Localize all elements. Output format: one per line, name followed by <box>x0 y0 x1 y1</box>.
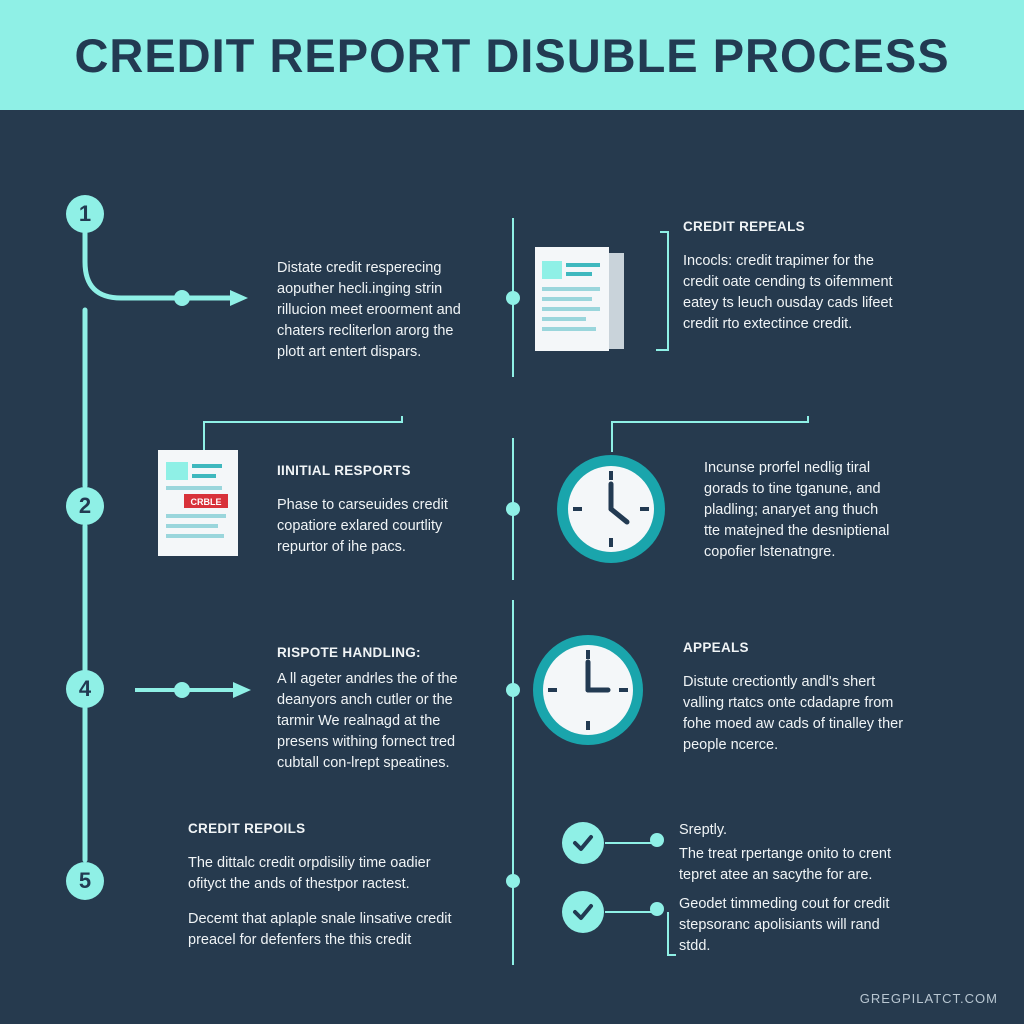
text-line: credit oate cending ts oifemment <box>683 274 893 290</box>
section-title: CREDIT REPOILS <box>188 821 306 836</box>
text-line: Geodet timmeding cout for credit <box>679 896 890 912</box>
text-line: rillucion meet eroorment and <box>277 302 461 318</box>
text-line: gorads to tine tganune, and <box>704 481 881 497</box>
step-number: 2 <box>78 493 92 518</box>
text-line: chaters recliterlon arorg the <box>277 323 454 339</box>
clock-info-block: Incunse prorfel nedlig tiral gorads to t… <box>704 458 889 563</box>
text-line: tepret atee an sacythe for are. <box>679 867 873 883</box>
text-line: Incunse prorfel nedlig tiral <box>704 460 871 476</box>
text-line: fohe moed aw cads of tinalley ther <box>683 716 904 732</box>
text-line: The treat rpertange onito to crent <box>679 846 891 862</box>
step-badge-5: 5 <box>66 862 104 900</box>
credit-repoils-block: CREDIT REPOILS The dittalc credit orpdis… <box>188 818 452 951</box>
text-line: tte matejned the desniptienal <box>704 523 890 539</box>
document-stamp-icon: CRBLE <box>158 450 240 561</box>
text-line: The dittalc credit orpdisiliy time oadie… <box>188 855 431 871</box>
text-line: Decemt that aplaple snale linsative cred… <box>188 911 452 927</box>
dispute-handling-block: RISPOTE HANDLING: A ll ageter andrles th… <box>277 642 458 774</box>
text-line: tarmir We realnagd at the <box>277 713 441 729</box>
check1-block: Sreptly. The treat rpertange onito to cr… <box>679 820 891 886</box>
header-banner: CREDIT REPORT DISUBLE PROCESS <box>0 0 1024 110</box>
appeals-block: APPEALS Distute crectiontly andl's shert… <box>683 637 903 756</box>
text-line: aoputher hecli.inging strin <box>277 281 443 297</box>
check2-block: Geodet timmeding cout for credit stepsor… <box>679 894 889 957</box>
clock-icon <box>556 454 666 569</box>
step-badge-1: 1 <box>66 195 104 233</box>
step-number: 1 <box>78 201 92 226</box>
text-line: pladling; anaryet ang thuch <box>704 502 879 518</box>
section-title: IINITIAL RESPORTS <box>277 463 411 478</box>
text-line: Sreptly. <box>679 822 728 838</box>
text-line: repurtor of ihe pacs. <box>277 539 406 555</box>
page-title: CREDIT REPORT DISUBLE PROCESS <box>74 28 950 82</box>
text-line: people ncerce. <box>683 737 779 753</box>
text-line: deanyors anch cutler or the <box>277 692 453 708</box>
spacer <box>188 895 452 909</box>
credit-repeals-block: CREDIT REPEALS Incocls: credit trapimer … <box>683 216 893 335</box>
text-line: presens withing fornect tred <box>277 734 456 750</box>
section-title: APPEALS <box>683 640 749 655</box>
doc-stamp-text: CRBLE <box>191 497 222 507</box>
text-line: credit rto extectince credit. <box>683 316 853 332</box>
text-line: copatiore exlared courtlity <box>277 518 443 534</box>
step-number: 4 <box>78 676 92 701</box>
text-line: Phase to carseuides credit <box>277 497 448 513</box>
text-line: Distute crectiontly andl's shert <box>683 674 876 690</box>
initial-reports-block: IINITIAL RESPORTS Phase to carseuides cr… <box>277 460 448 558</box>
document-icon <box>532 247 628 360</box>
check-icon <box>562 822 604 864</box>
step-badge-4: 4 <box>66 670 104 708</box>
section-title: RISPOTE HANDLING: <box>277 645 421 660</box>
text-line: preacel for defenfers the this credit <box>188 932 412 948</box>
step-badge-2: 2 <box>66 487 104 525</box>
step-number: 5 <box>78 868 92 893</box>
text-line: ofityct the ands of thestpor ractest. <box>188 876 410 892</box>
clock-icon <box>532 634 644 751</box>
text-line: stepsoranc apolisiants will rand <box>679 917 880 933</box>
section-title: CREDIT REPEALS <box>683 219 805 234</box>
text-line: Incocls: credit trapimer for the <box>683 253 874 269</box>
text-line: valling rtatcs onte cdadapre from <box>683 695 894 711</box>
text-line: copofier lstenatngre. <box>704 544 836 560</box>
check-icon <box>562 891 604 933</box>
text-line: A ll ageter andrles the of the <box>277 671 458 687</box>
text-line: cubtall con-lrept speatines. <box>277 755 450 771</box>
text-line: Distate credit resperecing <box>277 260 442 276</box>
text-line: stdd. <box>679 938 711 954</box>
step1-description: Distate credit resperecing aoputher hecl… <box>277 258 461 363</box>
footer-watermark: GREGPILATCT.COM <box>859 991 998 1006</box>
text-line: eatey ts leuch ousday cads lifeet <box>683 295 893 311</box>
text-line: plott art entert dispars. <box>277 344 422 360</box>
